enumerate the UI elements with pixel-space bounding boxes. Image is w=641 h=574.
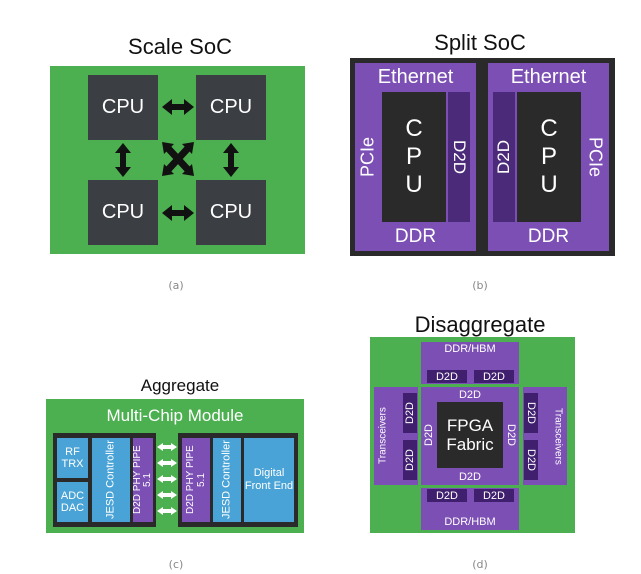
panel-d-caption: (d)	[472, 558, 488, 571]
digital-front-end-block: Digital Front End	[244, 438, 294, 522]
right-pcie-label: PCIe	[585, 136, 606, 178]
fpga-fabric-core: FPGA Fabric	[437, 402, 503, 468]
cpu-bottom-left: CPU	[88, 180, 158, 245]
fpga-bottom-d2d: D2D	[458, 470, 481, 483]
rf-trx-block: RF TRX	[57, 438, 88, 478]
left-transceivers-label: Transceivers	[377, 407, 389, 465]
bottom-ddr-hbm-label: DDR/HBM	[444, 516, 496, 528]
left-d2d-strip	[448, 92, 470, 222]
right-cpu-core	[517, 92, 581, 222]
left-upper-d2d: D2D	[403, 393, 417, 433]
fpga-left-d2d: D2D	[423, 424, 435, 447]
top-left-d2d: D2D	[427, 370, 467, 383]
left-ddr-label: DDR	[394, 226, 437, 247]
left-d2d-label: D2D	[450, 139, 469, 174]
top-ddr-hbm-label: DDR/HBM	[444, 343, 496, 355]
panel-c-caption: (c)	[168, 558, 184, 571]
cpu-bottom-right: CPU	[196, 180, 266, 245]
left-cpu-label: CPU	[405, 115, 423, 198]
top-right-d2d: D2D	[474, 370, 514, 383]
left-ethernet-label: Ethernet	[377, 65, 454, 88]
panel-d-title: Disaggregate	[414, 312, 546, 337]
right-d2d-strip	[493, 92, 515, 222]
panel-a-caption: (a)	[168, 279, 184, 292]
fpga-top-d2d: D2D	[458, 388, 481, 401]
right-ethernet-label: Ethernet	[510, 65, 587, 88]
panel-a-title: Scale SoC	[128, 34, 232, 59]
panel-b-caption: (b)	[472, 279, 488, 292]
left-lower-d2d: D2D	[403, 440, 417, 480]
right-upper-d2d: D2D	[524, 393, 538, 433]
right-lower-d2d: D2D	[524, 440, 538, 480]
mcm-label: Multi-Chip Module	[106, 406, 244, 425]
right-cpu-label: CPU	[540, 115, 558, 198]
right-transceivers-label: Transceivers	[552, 407, 564, 465]
panel-c-title: Aggregate	[140, 376, 220, 395]
right-ddr-label: DDR	[527, 226, 570, 247]
bottom-right-d2d: D2D	[474, 489, 514, 502]
adc-dac-block: ADC DAC	[57, 482, 88, 522]
panel-b-title: Split SoC	[434, 30, 526, 55]
bottom-left-d2d: D2D	[427, 489, 467, 502]
cpu-top-right: CPU	[196, 75, 266, 140]
left-cpu-core	[382, 92, 446, 222]
fpga-right-d2d: D2D	[505, 423, 517, 446]
cpu-top-left: CPU	[88, 75, 158, 140]
